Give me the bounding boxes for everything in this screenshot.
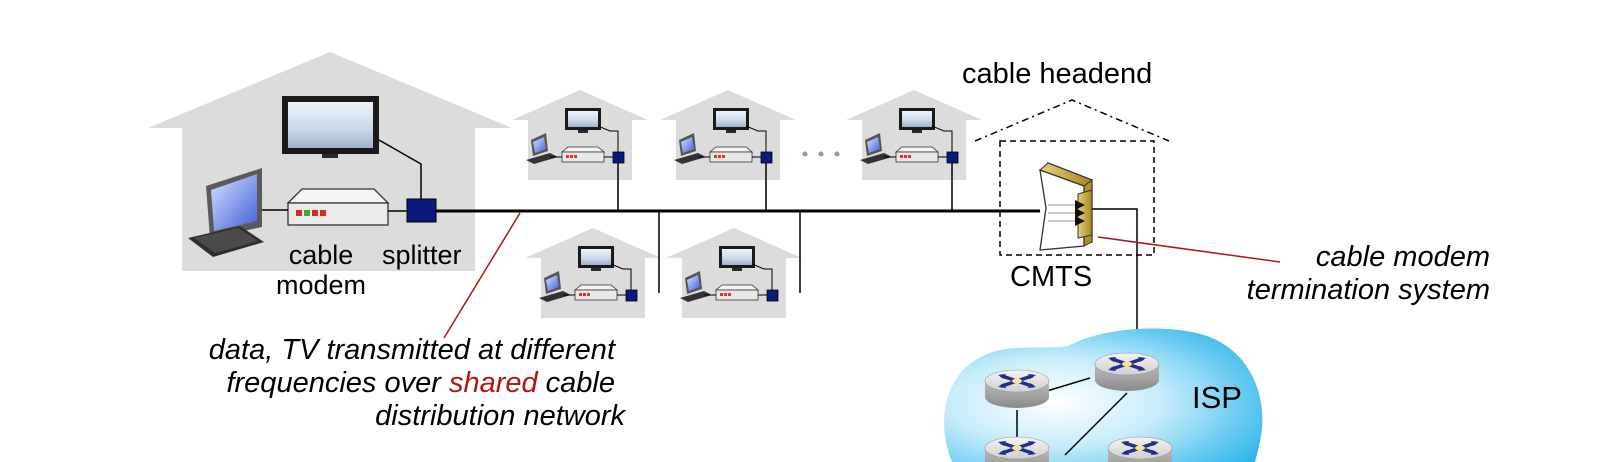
home-wiring bbox=[262, 139, 422, 212]
cable-modem-label: cable modem bbox=[265, 240, 377, 300]
ellipsis-icon bbox=[802, 151, 840, 157]
cmts-label: CMTS bbox=[1010, 261, 1093, 293]
annotation-line2: frequencies over shared cable bbox=[209, 367, 615, 400]
annotation-pointers bbox=[443, 212, 1281, 339]
cmts-description: cable modem termination system bbox=[1247, 241, 1490, 307]
router-icon bbox=[1106, 435, 1174, 462]
cable-modem-label-line1: cable bbox=[288, 240, 354, 270]
cmts-icon bbox=[1039, 162, 1094, 251]
desktop-computer-icon bbox=[188, 168, 264, 257]
cmts-isp-link bbox=[1092, 208, 1138, 335]
annotation-line1: data, TV transmitted at different bbox=[208, 334, 615, 366]
cable-headend-label: cable headend bbox=[962, 58, 1153, 90]
neighbor-house-3 bbox=[845, 89, 983, 181]
isp-label: ISP bbox=[1192, 380, 1242, 415]
router-icon bbox=[983, 368, 1051, 410]
shared-network-annotation: data, TV transmitted at different freque… bbox=[209, 334, 625, 433]
cable-modem-icon bbox=[286, 188, 390, 226]
annotation-line2-before: frequencies over bbox=[226, 367, 449, 399]
tv-icon bbox=[282, 96, 379, 158]
cmts-description-line1: cable modem bbox=[1315, 241, 1490, 273]
cable-modem-label-line2: modem bbox=[275, 270, 367, 300]
splitter-icon bbox=[406, 198, 437, 223]
cable-headend-box bbox=[974, 99, 1170, 142]
router-icon bbox=[1093, 351, 1161, 393]
isp-cloud bbox=[944, 328, 1263, 462]
annotation-line3: distribution network bbox=[375, 400, 625, 432]
shared-highlight: shared bbox=[448, 367, 538, 399]
annotation-line2-after: cable bbox=[537, 367, 615, 399]
cmts-dashed-box bbox=[999, 140, 1155, 256]
neighbor-house-4 bbox=[524, 227, 662, 319]
cmts-description-line2: termination system bbox=[1246, 274, 1490, 306]
neighbor-house-2 bbox=[659, 89, 797, 181]
neighbor-house-1 bbox=[511, 89, 649, 181]
house-drop-lines bbox=[617, 163, 953, 293]
router-icon bbox=[983, 435, 1051, 462]
splitter-label: splitter bbox=[382, 240, 462, 270]
neighbor-house-5 bbox=[665, 227, 803, 319]
